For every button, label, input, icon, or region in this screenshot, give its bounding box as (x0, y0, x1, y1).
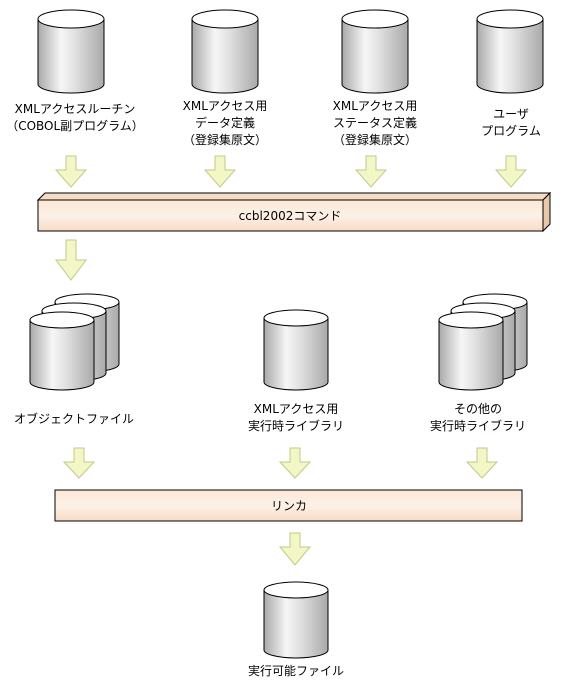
arrow-down-icon (54, 155, 88, 188)
arrow-down-icon (465, 447, 499, 479)
cylinder-xml-runtime-library (263, 309, 329, 391)
label-other-runtime-libraries: その他の 実行時ライブラリ (429, 402, 527, 433)
cylinder-xml-status-definition (341, 9, 409, 94)
label-xml-access-routine: XMLアクセスルーチン （COBOL副プログラム） (6, 102, 144, 133)
label-xml-data-definition: XMLアクセス用 データ定義 （登録集原文） (182, 99, 268, 147)
arrow-down-icon (62, 447, 96, 479)
label-object-files: オブジェクトファイル (13, 412, 135, 426)
compiler-label: ccbl2002コマンド (239, 209, 342, 223)
cylinder-stack-other-runtime-libraries (438, 293, 528, 391)
cylinder-xml-access-routine (37, 9, 105, 94)
linker-bar: リンカ (54, 489, 523, 522)
label-xml-runtime-library: XMLアクセス用 実行時ライブラリ (247, 402, 345, 433)
arrow-down-icon (278, 447, 312, 479)
cylinder-user-program (476, 9, 544, 94)
arrow-down-icon (55, 239, 87, 281)
linker-label: リンカ (271, 499, 307, 513)
compiler-bar: ccbl2002コマンド (36, 191, 552, 233)
label-executable-file: 実行可能ファイル (247, 664, 345, 678)
cylinder-stack-object-files (29, 293, 120, 391)
arrow-down-icon (354, 155, 388, 188)
arrow-down-icon (494, 155, 528, 188)
arrow-down-icon (203, 155, 237, 188)
arrow-down-icon (278, 532, 312, 566)
cylinder-xml-data-definition (191, 9, 259, 94)
label-xml-status-definition: XMLアクセス用 ステータス定義 （登録集原文） (332, 99, 418, 147)
cylinder-executable-file (263, 581, 329, 659)
label-user-program: ユーザ プログラム (481, 107, 541, 138)
